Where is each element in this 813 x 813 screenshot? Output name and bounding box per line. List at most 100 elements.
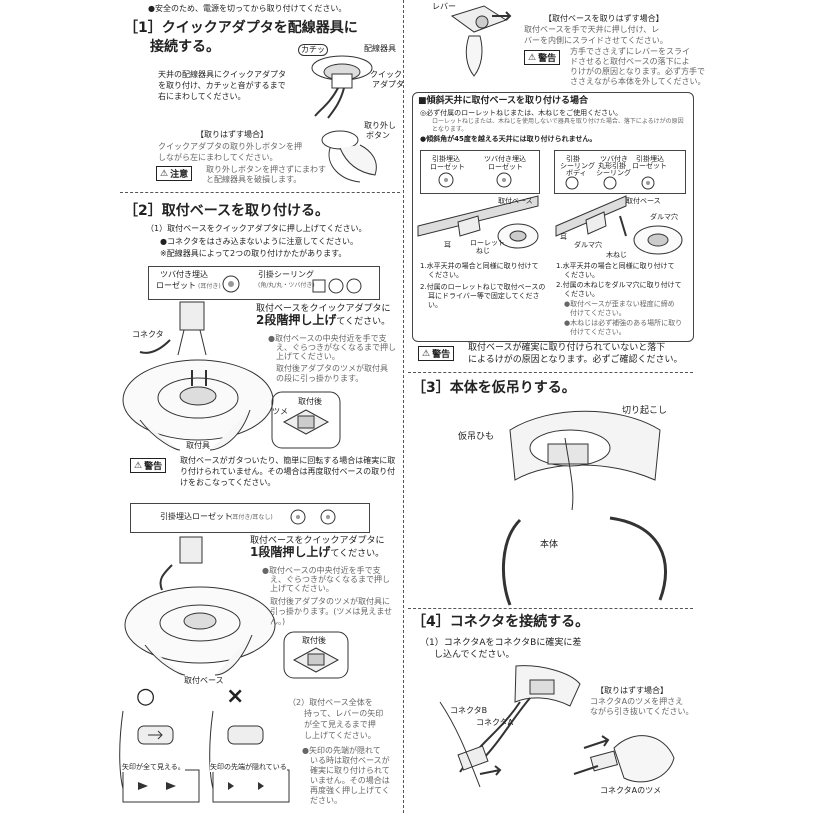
r1-warn-body-1: 方手でささえずにレバーをスライ bbox=[570, 47, 690, 56]
s4-tsume: コネクタAのツメ bbox=[600, 786, 662, 795]
column-divider bbox=[403, 0, 404, 813]
inst-d-3: ん。) bbox=[270, 617, 286, 626]
top-note: ●安全のため、電源を切ってから取り付けてください。 bbox=[148, 4, 347, 13]
ok-mark: ○ bbox=[136, 684, 156, 709]
label-torituke-gu: 取付具 bbox=[186, 441, 210, 450]
label-btn-1: 取り外し bbox=[364, 121, 396, 130]
inst-c-3: 上げてください。 bbox=[270, 584, 334, 593]
s4-remove-body-1: コネクタAのツメを押さえ bbox=[590, 697, 684, 706]
slope-left-icons bbox=[438, 172, 512, 188]
s1-caution-body-1: 取り外しボタンを押さずにまわす bbox=[206, 165, 326, 174]
sr-step2-1: 2.付属の木ねじをダルマ穴に取り付けて bbox=[556, 281, 682, 289]
sl-roulette-a: ローレット bbox=[470, 239, 505, 247]
sr-step1-2: ください。 bbox=[564, 271, 599, 279]
section-divider-2 bbox=[408, 372, 693, 373]
warning-icon: ⚠ bbox=[422, 348, 431, 359]
sr-note2-2: 付けてください。 bbox=[570, 328, 626, 336]
tsume-label: ツメ bbox=[272, 407, 288, 416]
s4-step-1: （1）コネクタAをコネクタBに確実に差 bbox=[420, 638, 582, 648]
sr-g: 引掛埋込 bbox=[636, 155, 664, 163]
sl-b: ローゼット bbox=[430, 163, 465, 171]
s1-remove-title: 【取りはずす場合】 bbox=[196, 130, 268, 139]
r-warn-badge: ⚠警告 bbox=[418, 346, 455, 361]
box-type-1 bbox=[148, 266, 380, 300]
sl-a: 引掛埋込 bbox=[432, 155, 460, 163]
slope-left-illustration bbox=[417, 195, 539, 249]
section-divider-3 bbox=[408, 608, 693, 609]
slope-n1b-1: ローレットねじまたは、木ねじを使用しないで器具を取り付けた場合、落下によるけがの… bbox=[432, 118, 684, 125]
sr-d: ツバ付き bbox=[600, 155, 628, 163]
s1-caution-badge: ⚠注意 bbox=[156, 166, 193, 181]
step2-note-6: ださい。 bbox=[310, 796, 342, 805]
r1-remove-title: 【取付ベースを取りはずす場合】 bbox=[544, 14, 664, 23]
sr-mimi: 耳 bbox=[560, 233, 567, 241]
lever-ng-illustration bbox=[209, 710, 290, 803]
s3-title: ［3］本体を仮吊りする。 bbox=[412, 380, 576, 396]
sr-step2-2: ください。 bbox=[564, 290, 599, 298]
r1-warn-body-4: ささえながら本体を外してください。 bbox=[570, 77, 706, 86]
sl-step2-2: 耳にドライバー等で固定してくださ bbox=[428, 292, 540, 300]
inst-d-2: 引っ掛かります。(ツメは見えませ bbox=[270, 607, 393, 616]
sl-step2-3: い。 bbox=[428, 301, 442, 309]
box2-b: (耳付き/耳なし) bbox=[230, 514, 273, 521]
slope-n1b-2: となります。 bbox=[432, 126, 468, 133]
s2-note1: ●コネクタをはさみ込まないように注意してください。 bbox=[160, 237, 359, 246]
after-label-2: 取付後 bbox=[302, 636, 326, 645]
rosette-icons-2 bbox=[290, 509, 336, 525]
s3-himo: 仮吊ひも bbox=[458, 432, 495, 442]
box1-c: (耳付き) bbox=[198, 283, 221, 290]
slope-right-box bbox=[554, 150, 686, 194]
s4-cB: コネクタB bbox=[450, 706, 488, 715]
s1-title-line2: 接続する。 bbox=[150, 39, 220, 55]
s4-title: ［4］コネクタを接続する。 bbox=[412, 614, 590, 630]
after-illustration-2 bbox=[283, 631, 349, 679]
lever-hand-illustration bbox=[450, 5, 512, 77]
slope-n1: ◎必ず付属のローレットねじまたは、木ねじをご使用ください。 bbox=[420, 109, 623, 117]
base-illustration-2 bbox=[124, 536, 276, 676]
lever-ok-illustration bbox=[119, 710, 200, 803]
inst-a-2: え、ぐらつきがなくなるまで押し bbox=[276, 343, 396, 352]
s2-note2: ※配線器具によって2つの取り付けかたがあります。 bbox=[160, 249, 347, 258]
sl-step1b: ください。 bbox=[428, 271, 463, 279]
slope-right-icons bbox=[565, 176, 655, 190]
sr-daruma: ダルマ穴 bbox=[650, 213, 678, 221]
sr-note2-1: ●木ねじは必ず補強のある場所に取り bbox=[564, 319, 683, 327]
body-hanging-illustration bbox=[501, 410, 668, 606]
slope-title: ■傾斜天井に取付ベースを取り付ける場合 bbox=[418, 96, 589, 106]
box1-e: (角/丸/丸・ツバ付き) bbox=[258, 282, 315, 289]
box1-d: 引掛シーリング bbox=[258, 270, 314, 279]
sr-f: シーリング bbox=[596, 169, 631, 177]
s4-remove-title: 【取りはずす場合】 bbox=[596, 686, 668, 695]
inst-d-1: 取付後アダプタのツメが取付具に bbox=[270, 597, 390, 606]
label-quick-2: アダプタ bbox=[372, 80, 404, 89]
r1-remove-body-2: バーを内側にスライドさせてください。 bbox=[524, 36, 668, 45]
sl-d: ローゼット bbox=[488, 163, 523, 171]
r-warn-body-1: 取付ベースが確実に取り付けられていないと落下 bbox=[468, 343, 666, 353]
s2-warn-body-1: 取付ベースがガタついたり、簡単に回転する場合は確実に取 bbox=[180, 456, 396, 465]
step2-note-5: 再度強く押し上げてく bbox=[310, 786, 390, 795]
s1-remove-body-2: しながら左にまわしてください。 bbox=[158, 153, 278, 162]
label-btn-2: ボタン bbox=[366, 131, 390, 140]
s4-step-2: し込んでください。 bbox=[434, 650, 515, 660]
inst-c-2: え、ぐらつきがなくなるまで押し bbox=[270, 575, 390, 584]
label-lever: レバー bbox=[432, 2, 456, 11]
ng-caption: 矢印の先端が隠れている bbox=[210, 762, 287, 772]
s2-warn-badge-1: ⚠警告 bbox=[130, 458, 167, 473]
label-connector: コネクタ bbox=[132, 330, 164, 339]
s2-step1: （1）取付ベースをクイックアダプタに押し上げてください。 bbox=[146, 224, 367, 233]
section-divider-1 bbox=[120, 192, 400, 193]
sr-note1-1: ●取付ベースが歪まない程度に締め bbox=[564, 300, 675, 308]
step2-note-2: いる時は取付ベースが bbox=[310, 756, 390, 765]
s2-warn-body-2: り付けられていません。その場合は再度取付ベースの取り付 bbox=[180, 467, 396, 476]
slope-left-box bbox=[420, 150, 540, 194]
r1-warn-body-2: ドさせると取付ベースの落下によ bbox=[570, 57, 690, 66]
box1-b: ローゼット bbox=[156, 281, 196, 290]
r1-warn-badge: ⚠警告 bbox=[524, 50, 561, 65]
inst-c-1: ●取付ベースの中央付近を手で支 bbox=[262, 566, 381, 575]
s2-title: ［2］取付ベースを取り付ける。 bbox=[124, 203, 330, 219]
inst-b-1: 取付後アダプタのツメが取付具 bbox=[276, 364, 388, 373]
sr-step1-1: 1.水平天井の場合と同様に取り付けて bbox=[556, 262, 675, 270]
sr-e: 丸形引掛 bbox=[598, 162, 626, 170]
sr-h: ローゼット bbox=[632, 162, 667, 170]
connector-illustration bbox=[439, 665, 581, 788]
